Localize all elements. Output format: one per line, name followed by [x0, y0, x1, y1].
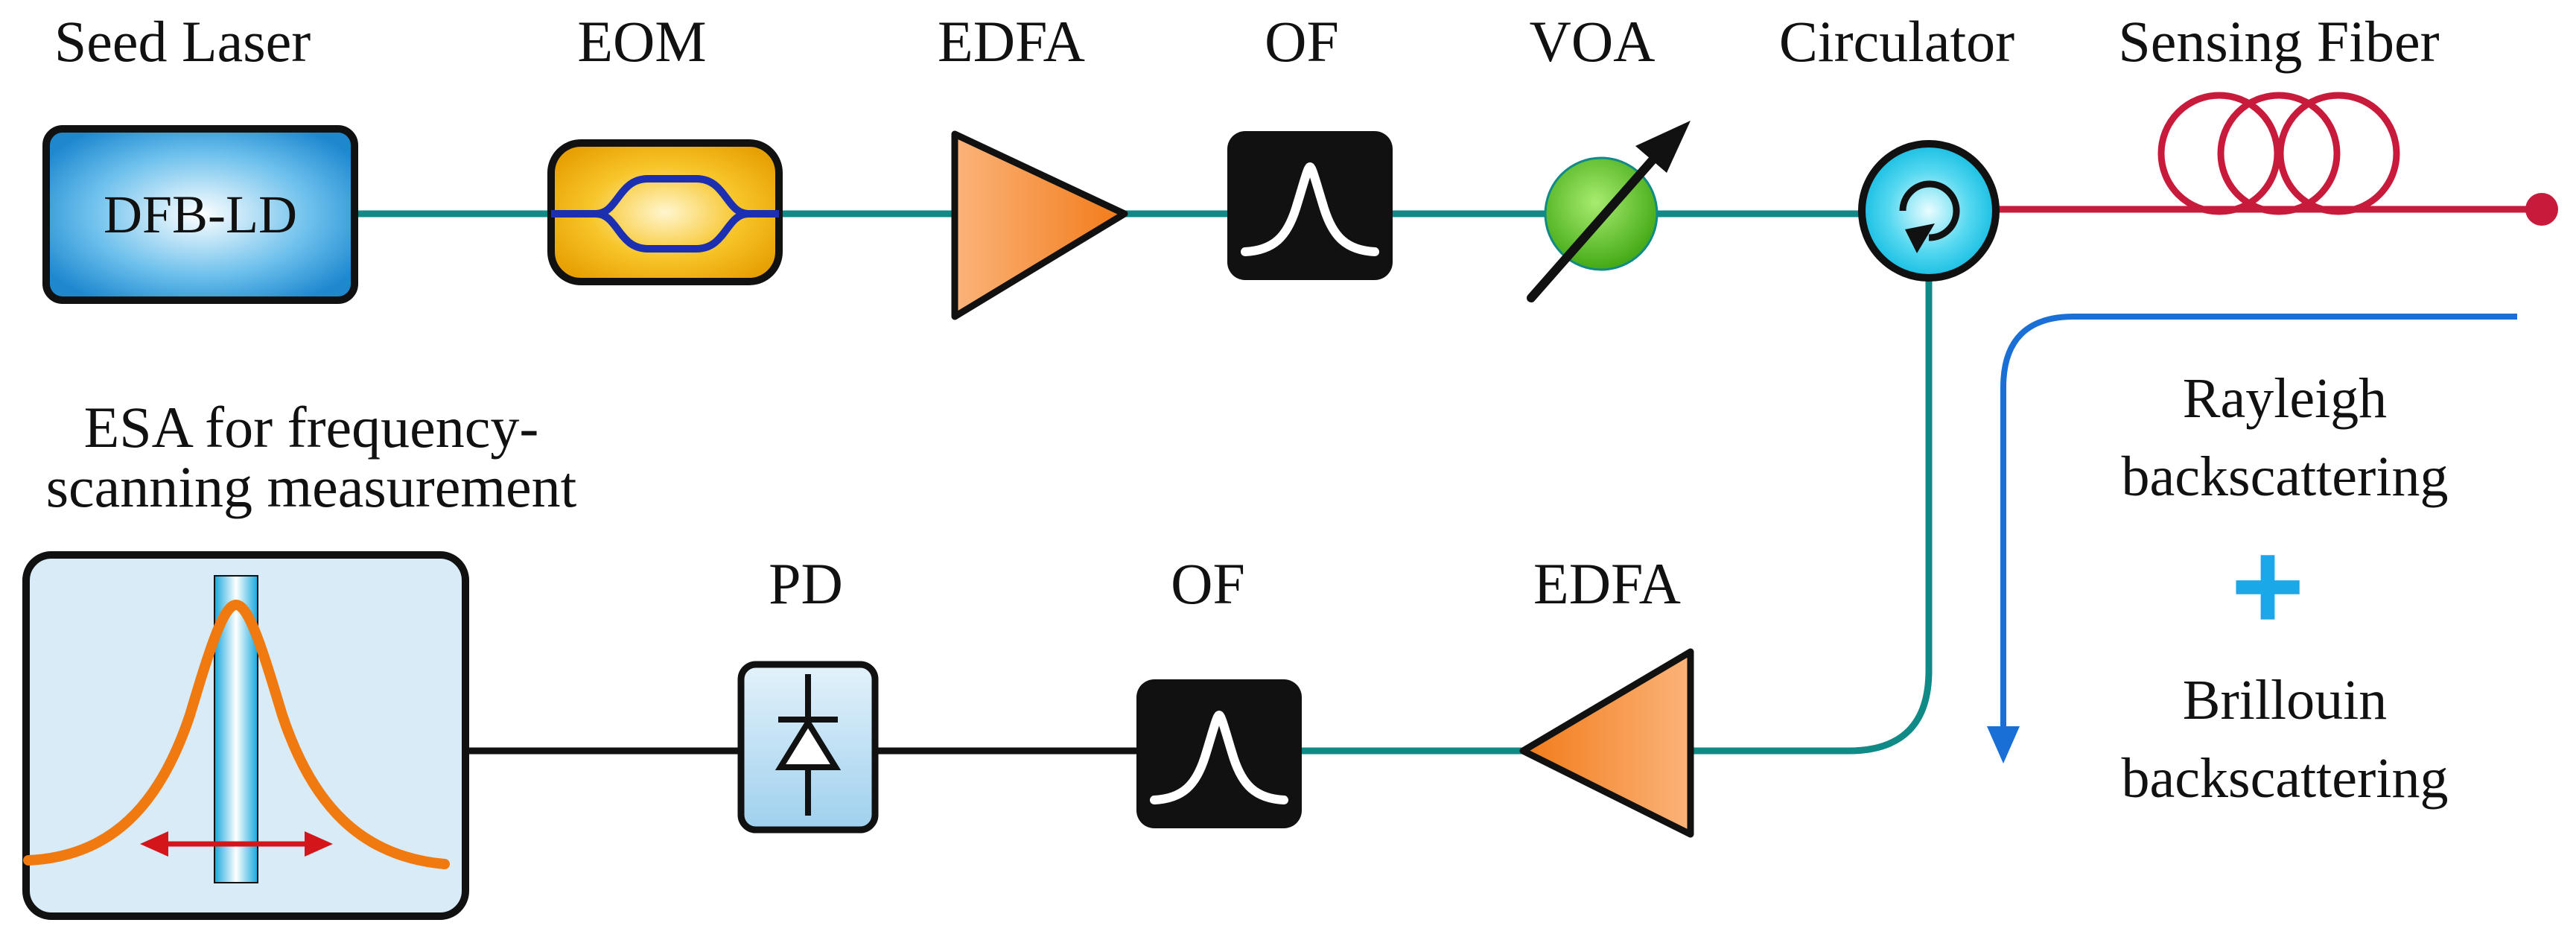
dfb-ld-box [42, 125, 358, 304]
of-bottom-bandpass-icon [1150, 710, 1288, 804]
voa-arrowhead-icon [1635, 121, 1691, 173]
circulator-arrowhead-icon [1905, 223, 1935, 253]
edfa-top-label: EDFA [938, 9, 1085, 74]
photodiode-icon [775, 674, 842, 816]
eom-interferometer-icon [551, 175, 779, 253]
esa-scan-double-arrow-icon [140, 831, 333, 857]
edfa-bottom-amplifier-icon [1519, 648, 1694, 838]
of-top-bandpass-icon [1241, 162, 1379, 256]
of-bottom-filter-box [1136, 679, 1302, 828]
voa-adjust-arrow-icon [1527, 145, 1667, 302]
dfb-ld-text: DFB-LD [104, 185, 297, 244]
esa-spectrum-curve [23, 599, 450, 869]
rayleigh-label-line2: backscattering [2122, 445, 2449, 508]
circulator-label: Circulator [1779, 9, 2014, 74]
of-top-label: OF [1265, 9, 1339, 74]
voa-label: VOA [1530, 9, 1656, 74]
esa-label-line1: ESA for frequency- [84, 395, 539, 460]
plus-sign: + [2230, 515, 2304, 657]
fiber-end-dot [2525, 193, 2558, 226]
backscatter-arrow [2000, 314, 2517, 734]
backscatter-arrowhead-icon [1987, 726, 2020, 764]
seed-laser-label: Seed Laser [54, 9, 311, 74]
fiber-coil-icon [2157, 92, 2400, 215]
circulator-rotation-icon [1899, 180, 1960, 241]
sensing-fiber-label: Sensing Fiber [2118, 9, 2439, 74]
of-top-filter-box [1227, 131, 1393, 280]
brillouin-label-line2: backscattering [2122, 747, 2449, 810]
edfa-bottom-label: EDFA [1533, 551, 1681, 616]
pd-label: PD [769, 551, 843, 616]
brillouin-label-line1: Brillouin [2183, 669, 2387, 731]
fiber-return-path [1691, 276, 1933, 755]
edfa-top-amplifier-icon [951, 130, 1128, 320]
circulator-icon [1858, 140, 2000, 282]
rayleigh-label-line1: Rayleigh [2183, 367, 2387, 430]
of-bottom-label: OF [1171, 551, 1245, 616]
eom-label: EOM [577, 9, 706, 74]
esa-label-line2: scanning measurement [46, 454, 577, 519]
